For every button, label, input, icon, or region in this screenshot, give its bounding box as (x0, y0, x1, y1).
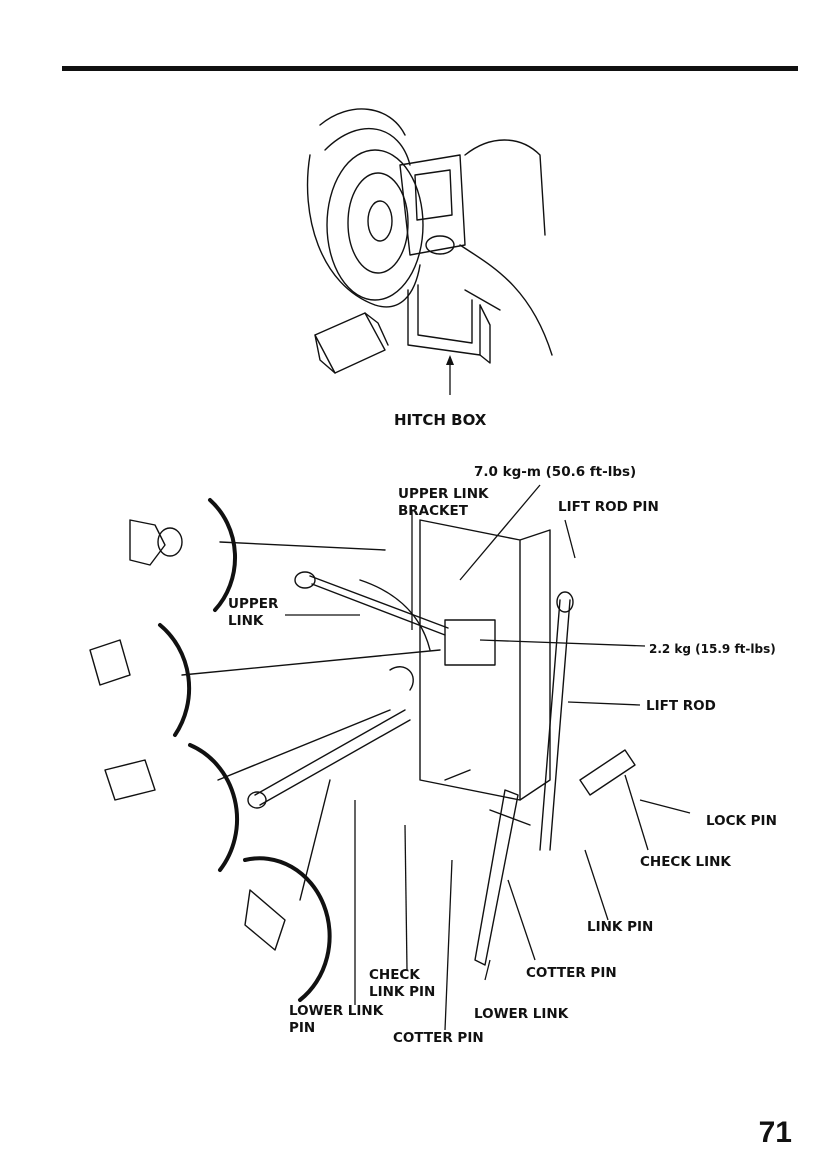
page-number: 71 (758, 1116, 792, 1149)
hitch-cover-part (314, 312, 389, 374)
rear-axle-housing (399, 139, 553, 356)
tractor-frame (359, 519, 551, 801)
lift-rod-label: LIFT ROD (646, 698, 716, 714)
linkage-illustration (89, 484, 691, 1031)
lock-pin-label: LOCK PIN (706, 813, 777, 829)
hitch-box-part (407, 284, 501, 364)
upper-link-bracket-label: UPPER LINK BRACKET (398, 486, 489, 519)
lower-link-label: LOWER LINK (474, 1006, 569, 1022)
torque-upper-label: 7.0 kg-m (50.6 ft-lbs) (474, 464, 637, 480)
detail-sketches (89, 519, 286, 951)
check-link-pin-label: CHECK LINK PIN (369, 967, 436, 1000)
cotter-pin-bottom-label: COTTER PIN (393, 1030, 484, 1046)
rear-wheel (306, 108, 424, 308)
lower-link-pin-label: LOWER LINK PIN (289, 1003, 384, 1036)
check-link-part (579, 749, 636, 796)
detail-callouts (158, 498, 441, 1002)
lower-link-right (444, 769, 531, 966)
lower-link-left (247, 666, 414, 809)
leader-lines (285, 484, 691, 1031)
hitch-box-illustration (306, 108, 553, 395)
upper-link-label: UPPER LINK (228, 596, 279, 629)
check-link-label: CHECK LINK (640, 854, 731, 870)
hitch-box-label: HITCH BOX (394, 411, 487, 429)
link-pin-label: LINK PIN (587, 919, 654, 935)
lift-rod-pin-label: LIFT ROD PIN (558, 499, 659, 515)
lift-rod-part (539, 591, 574, 851)
upper-link-part (294, 571, 449, 636)
cotter-pin-right-label: COTTER PIN (526, 965, 617, 981)
torque-lower-label: 2.2 kg (15.9 ft-lbs) (649, 642, 776, 656)
header-rule (62, 66, 798, 71)
